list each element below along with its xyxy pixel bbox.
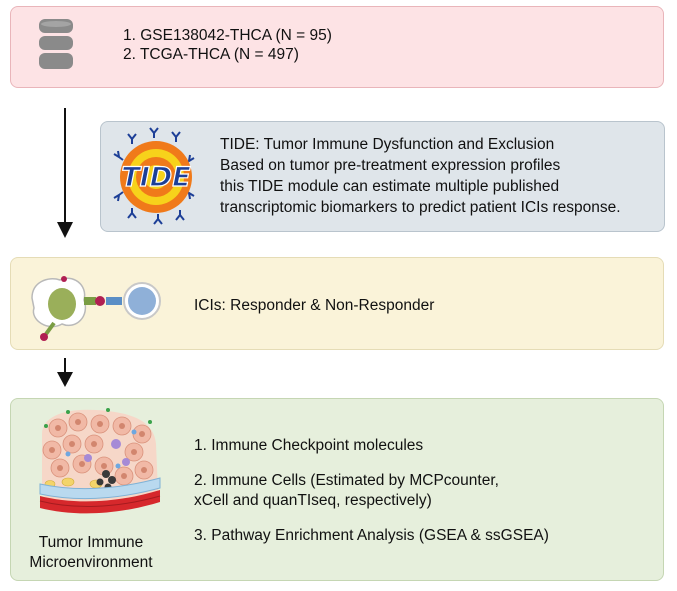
tide-box: [100, 121, 665, 232]
tme-item-1: 1. Immune Checkpoint molecules: [194, 437, 424, 454]
tumor-microenvironment-illustration: [39, 408, 161, 514]
tumor-tcell-interaction-icon: [31, 276, 161, 341]
tme-item-3: 3. Pathway Enrichment Analysis (GSEA & s…: [194, 527, 549, 544]
tide-logo-icon: TIDE: [113, 127, 195, 225]
flow-arrow-2: [57, 358, 73, 387]
dataset-item-2: 2. TCGA-THCA (N = 497): [123, 46, 299, 63]
tme-caption-line-2: Microenvironment: [29, 554, 153, 571]
tide-line-4: transcriptomic biomarkers to predict pat…: [220, 199, 621, 216]
tide-logo-text: TIDE: [121, 162, 191, 193]
tide-line-3: this TIDE module can estimate multiple p…: [220, 178, 560, 195]
tme-item-2-line-1: 2. Immune Cells (Estimated by MCPcounter…: [194, 472, 499, 489]
datasets-box: [10, 6, 664, 88]
ici-response-box: [10, 257, 664, 350]
tide-line-1: TIDE: Tumor Immune Dysfunction and Exclu…: [220, 136, 555, 153]
database-icon: [39, 19, 73, 69]
flow-arrow-1: [57, 108, 73, 238]
dataset-item-1: 1. GSE138042-THCA (N = 95): [123, 27, 332, 44]
tme-item-2-line-2: xCell and quanTIseq, respectively): [194, 492, 432, 509]
tide-line-2: Based on tumor pre-treatment expression …: [220, 157, 561, 174]
ici-label: ICIs: Responder & Non-Responder: [194, 297, 435, 314]
tme-caption-line-1: Tumor Immune: [38, 534, 144, 551]
